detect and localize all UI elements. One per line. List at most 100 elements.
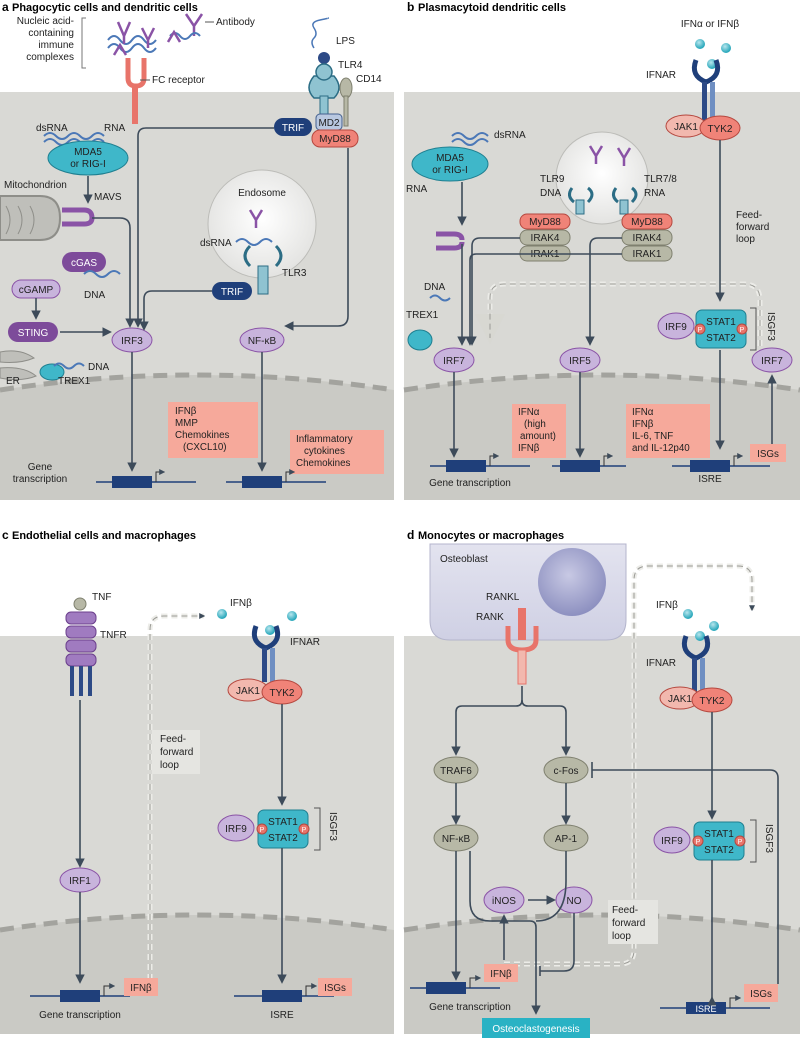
panel-d-title: Monocytes or macrophages (418, 530, 564, 542)
a-gene-transcription-1: Gene (28, 462, 53, 473)
a-gene-2 (242, 476, 282, 488)
b-arrows (449, 140, 777, 458)
d-stat1-label: STAT1 (704, 829, 734, 840)
b-irf9-label: IRF9 (665, 322, 687, 333)
d-ifnar-receptor-icon (681, 635, 711, 692)
panel-b-title: Plasmacytoid dendritic cells (418, 2, 566, 14)
endosome-label: Endosome (238, 188, 286, 199)
d-ifnb-label: IFNβ (656, 600, 678, 611)
cd14-label: CD14 (356, 74, 382, 85)
panel-c-letter: c (2, 528, 9, 542)
mda5-node (47, 140, 129, 176)
d-feed-1: Feed- (612, 905, 638, 916)
b-output-box-1 (512, 404, 566, 458)
b-mda5-node (411, 146, 489, 182)
trex1-label: TREX1 (58, 376, 91, 387)
d-tyk2-label: TYK2 (699, 696, 724, 707)
md2-label: MD2 (318, 118, 340, 129)
myd88-label: MyD88 (319, 134, 351, 145)
c-irf9-label: IRF9 (225, 824, 247, 835)
b-isgs-box (750, 444, 786, 462)
immune-complex-label-4: complexes (26, 52, 74, 63)
b-gene-transcription: Gene transcription (429, 478, 511, 489)
d-osteoblast-label: Osteoblast (440, 554, 488, 565)
osteoclastogenesis-bar (482, 1018, 590, 1038)
b-feed-2: forward (736, 222, 769, 233)
b-trex1-label: TREX1 (406, 310, 439, 321)
fc-receptor-label: FC receptor (152, 75, 205, 86)
b-stat1-label: STAT1 (706, 317, 736, 328)
trif-node (274, 118, 312, 136)
b-dna-label: DNA (540, 188, 561, 199)
irf3-label: IRF3 (121, 336, 143, 347)
tnfr-icon (65, 611, 97, 696)
a-box2-line2: cytokines (304, 446, 345, 457)
b-gene-1 (446, 460, 486, 472)
c-p1: P (260, 827, 265, 834)
b-isre-gene (690, 460, 730, 472)
b-isgf3-label: ISGF3 (765, 312, 776, 341)
panel-b: b Plasmacytoid dendritic cells IFNα or I… (403, 0, 800, 500)
b-box2-line4: and IL-12p40 (632, 443, 690, 454)
b-box1-line1: IFNα (518, 407, 540, 418)
trif-label: TRIF (282, 123, 304, 134)
b-output-box-2 (626, 404, 710, 458)
er-label: ER (6, 376, 20, 387)
panel-a-letter: a (2, 0, 9, 14)
d-p1: P (696, 839, 701, 846)
d-inos-label: iNOS (492, 896, 516, 907)
a-gene-transcription-2: transcription (13, 474, 67, 485)
tnf-icon (73, 597, 87, 611)
b-irak4b-label: IRAK4 (633, 233, 662, 244)
c-isgf3-label: ISGF3 (327, 812, 338, 841)
b-box1-line3: amount) (520, 431, 556, 442)
b-tlr9-label: TLR9 (540, 174, 565, 185)
a-gene-1 (112, 476, 152, 488)
b-box2-line3: IL-6, TNF (632, 431, 673, 442)
b-irak1b-label: IRAK1 (633, 249, 662, 260)
c-isgs-box (318, 978, 352, 996)
d-isgf3-label: ISGF3 (763, 824, 774, 853)
c-irf1-label: IRF1 (69, 876, 91, 887)
trex1-node (39, 363, 65, 381)
a-box1-line2: MMP (175, 418, 198, 429)
d-nfkb-label: NF-κB (442, 834, 471, 845)
d-stat2-label: STAT2 (704, 845, 734, 856)
rank-receptor-icon (505, 626, 539, 685)
b-stat2-label: STAT2 (706, 333, 736, 344)
d-rank-label: RANK (476, 612, 504, 623)
c-irf9-node (217, 814, 255, 842)
a-box2-line3: Chemokines (296, 458, 351, 469)
b-isgs-label: ISGs (757, 449, 779, 460)
panel-c-title: Endothelial cells and macrophages (12, 530, 196, 542)
b-feed-1: Feed- (736, 210, 762, 221)
b-irf7b-label: IRF7 (761, 356, 783, 367)
a-box1-line4: (CXCL10) (183, 442, 227, 453)
c-gene-transcription: Gene transcription (39, 1010, 121, 1021)
b-rna-label: RNA (406, 184, 427, 195)
b-dsrna-label: dsRNA (494, 130, 526, 141)
b-box1-line2: (high (524, 419, 546, 430)
b-isre-label: ISRE (698, 474, 722, 485)
b-ifn-label: IFNα or IFNβ (681, 19, 739, 30)
b-ifnar-label: IFNAR (646, 70, 676, 81)
dna2-label: DNA (88, 362, 109, 373)
d-osteoclastogenesis-label: Osteoclastogenesis (492, 1024, 579, 1035)
d-irf9-node (653, 826, 691, 854)
d-feed-2: forward (612, 918, 645, 929)
b-feed-3: loop (736, 234, 755, 245)
d-rankl-label: RANKL (486, 592, 520, 603)
lps-label: LPS (336, 36, 355, 47)
b-p1: P (698, 327, 703, 334)
c-tnfr-label: TNFR (100, 630, 127, 641)
a-box2-line1: Inflammatory (296, 434, 353, 445)
c-p2: P (302, 827, 307, 834)
d-ifnb-box-label: IFNβ (490, 969, 512, 980)
d-gene (426, 982, 466, 994)
dsrna-label: dsRNA (36, 123, 68, 134)
a-box1-line1: IFNβ (175, 406, 197, 417)
panel-d-letter: d (407, 528, 414, 542)
d-inos-node (483, 886, 525, 914)
